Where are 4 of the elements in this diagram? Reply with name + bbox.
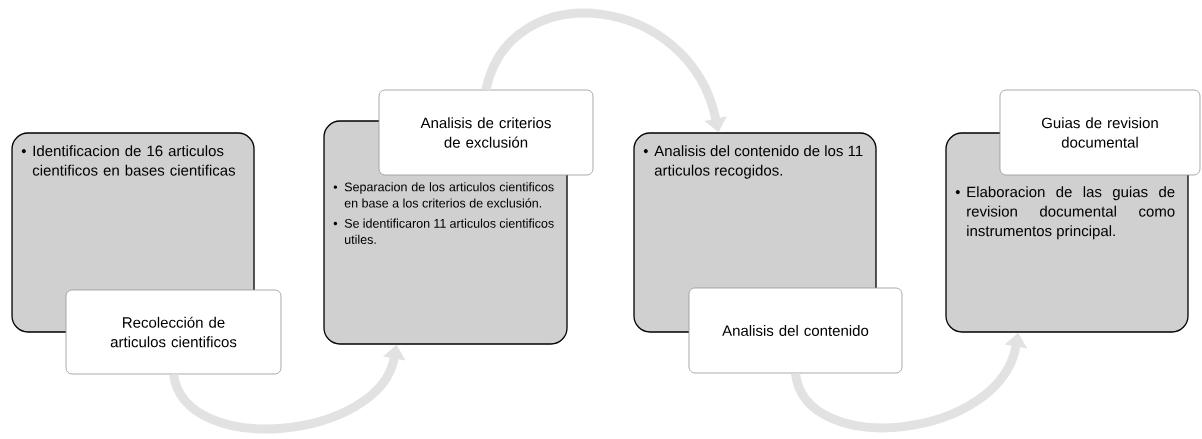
title-box: Guias de revision documental bbox=[999, 89, 1201, 176]
title-box: Analisis de criterios de exclusión bbox=[378, 89, 594, 176]
title-box: Recolección de articulos cientificos bbox=[65, 289, 282, 375]
title-box: Analisis del contenido bbox=[688, 287, 903, 374]
